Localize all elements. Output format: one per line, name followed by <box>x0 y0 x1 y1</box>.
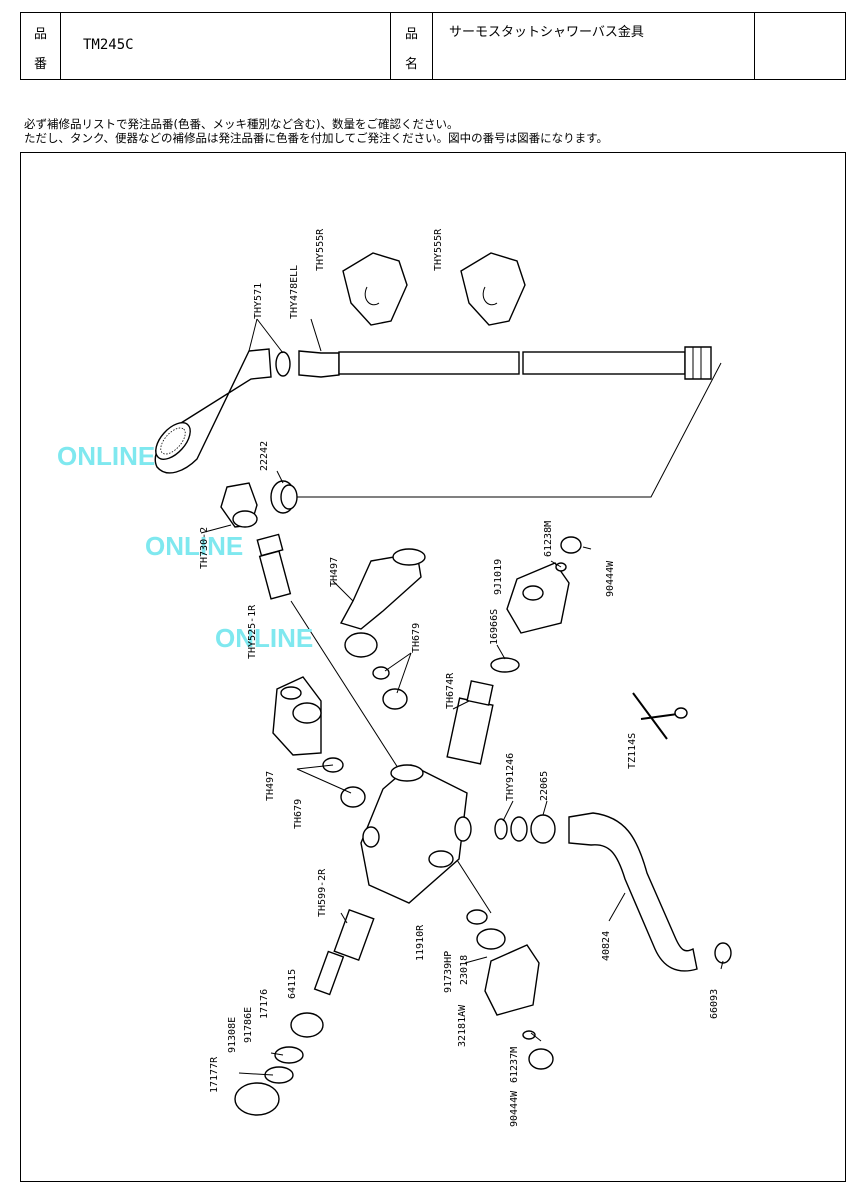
label-61237m: 61237M <box>509 1047 520 1083</box>
watermark-3: ONLINE <box>215 623 313 653</box>
label-thy555r-a: THY555R <box>315 228 326 271</box>
product-name: サーモスタットシャワーバス金具 <box>449 25 644 40</box>
product-code: TM245C <box>83 37 134 53</box>
label-22065: 22065 <box>539 771 550 801</box>
handle-left <box>272 676 366 808</box>
label-23018: 23018 <box>459 955 470 985</box>
hook-a <box>342 252 408 326</box>
valve-th674r <box>446 680 494 765</box>
label-th497-left: TH497 <box>265 771 276 801</box>
label-17177r: 17177R <box>209 1056 220 1093</box>
label-thy571: THY571 <box>253 283 264 319</box>
lower-cap-group <box>466 909 554 1070</box>
label-9j1019: 9J1019 <box>493 559 504 595</box>
label-91308e: 91308E <box>227 1017 238 1053</box>
label-thy91246: THY91246 <box>505 753 516 801</box>
handle-top <box>339 548 426 710</box>
outlet-pipe-group <box>494 812 698 972</box>
hinban-label-cell: 品 番 <box>21 13 61 79</box>
label-thy555r-b: THY555R <box>433 228 444 271</box>
note-line-2: ただし、タンク、便器などの補修品は発注品番に色番を付加してご発注ください。図中の… <box>24 131 608 145</box>
label-tz114s: TZ114S <box>627 733 638 769</box>
label-91786e: 91786E <box>243 1007 254 1043</box>
hook-b <box>460 252 526 326</box>
header-table: 品 番 TM245C 品 名 サーモスタットシャワーバス金具 <box>20 12 846 80</box>
note-line-1: 必ず補修品リストで発注品番(色番、メッキ種別など含む)、数量をご確認ください。 <box>24 117 459 131</box>
clip-66093 <box>714 942 732 964</box>
label-th679-left: TH679 <box>293 799 304 829</box>
hinmei-label-1: 品 <box>404 27 418 42</box>
elbow-nut-group <box>220 480 298 528</box>
label-th599-2r: TH599-2R <box>317 868 328 917</box>
label-th674r: TH674R <box>445 672 456 709</box>
cap-9j1019 <box>490 536 582 673</box>
label-91739hp: 91739HP <box>443 951 454 993</box>
main-body-11910r <box>360 764 472 904</box>
label-22242: 22242 <box>259 441 270 471</box>
exploded-diagram: ONLINE ONLINE ONLINE THY555R THY555R THY… <box>57 228 732 1127</box>
hose-leader-line <box>283 362 722 498</box>
hinmei-label-cell: 品 名 <box>391 13 433 79</box>
label-thy525-1r: THY525-1R <box>247 604 258 659</box>
label-16966s: 16966S <box>489 609 500 645</box>
leader-lines <box>200 318 724 1076</box>
label-64115: 64115 <box>287 969 298 999</box>
blank-cell <box>755 13 845 79</box>
label-th679-top: TH679 <box>411 623 422 653</box>
hinmei-label-2: 名 <box>404 57 418 72</box>
hinmei-value-cell: サーモスタットシャワーバス金具 <box>433 13 755 79</box>
label-17176: 17176 <box>259 989 270 1019</box>
label-61238m: 61238M <box>543 521 554 557</box>
valve-th599 <box>234 908 375 1116</box>
hinban-value-cell: TM245C <box>61 13 391 79</box>
shower-hose <box>298 346 712 380</box>
watermark-1: ONLINE <box>57 441 155 471</box>
hand-shower <box>154 348 291 474</box>
label-th497-top: TH497 <box>329 557 340 587</box>
exploded-diagram-frame: ONLINE ONLINE ONLINE THY555R THY555R THY… <box>20 152 846 1182</box>
key-tz114s <box>632 692 688 740</box>
label-thy478ell: THY478ELL <box>289 265 300 319</box>
label-32181aw: 32181AW <box>457 1004 468 1047</box>
hinban-label-2: 番 <box>33 57 47 72</box>
label-40824: 40824 <box>601 931 612 961</box>
label-66093: 66093 <box>709 989 720 1019</box>
label-90444w-top: 90444W <box>605 560 616 597</box>
label-th730-2: TH730-2 <box>199 527 210 569</box>
hinban-label-1: 品 <box>33 27 47 42</box>
label-90444w-bottom: 90444W <box>509 1090 520 1127</box>
label-11910r: 11910R <box>415 924 426 961</box>
watermark-2: ONLINE <box>145 531 243 561</box>
